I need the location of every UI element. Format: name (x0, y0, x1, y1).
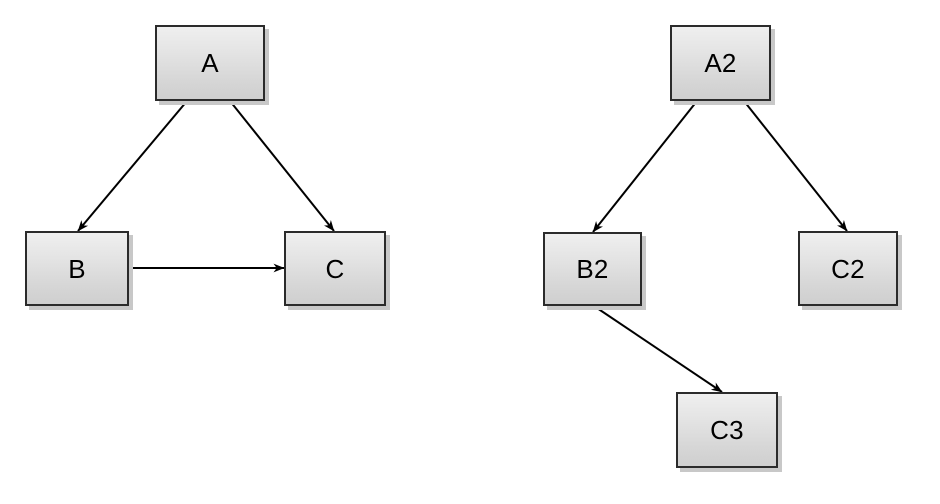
edge-a2-to-b2 (592, 100, 698, 233)
node-c[interactable]: C (284, 231, 386, 306)
node-c2[interactable]: C2 (798, 231, 898, 306)
node-label-a2: A2 (704, 48, 737, 78)
edges-group (77, 100, 848, 393)
node-label-c2: C2 (831, 253, 865, 284)
node-label-c: C (325, 253, 345, 284)
edge-a-to-c (229, 100, 335, 232)
node-label-c3: C3 (710, 415, 744, 445)
node-label-a: A (201, 48, 219, 78)
node-c3[interactable]: C3 (676, 392, 778, 468)
node-a2[interactable]: A2 (670, 25, 771, 101)
edge-a2-to-c2 (743, 100, 848, 232)
node-label-b: B (68, 253, 86, 284)
node-a[interactable]: A (155, 25, 265, 101)
edge-a-to-b (77, 100, 188, 232)
node-label-b2: B2 (576, 254, 609, 284)
edge-b2-to-c3 (593, 305, 723, 393)
node-b[interactable]: B (25, 231, 129, 306)
node-b2[interactable]: B2 (543, 232, 642, 306)
